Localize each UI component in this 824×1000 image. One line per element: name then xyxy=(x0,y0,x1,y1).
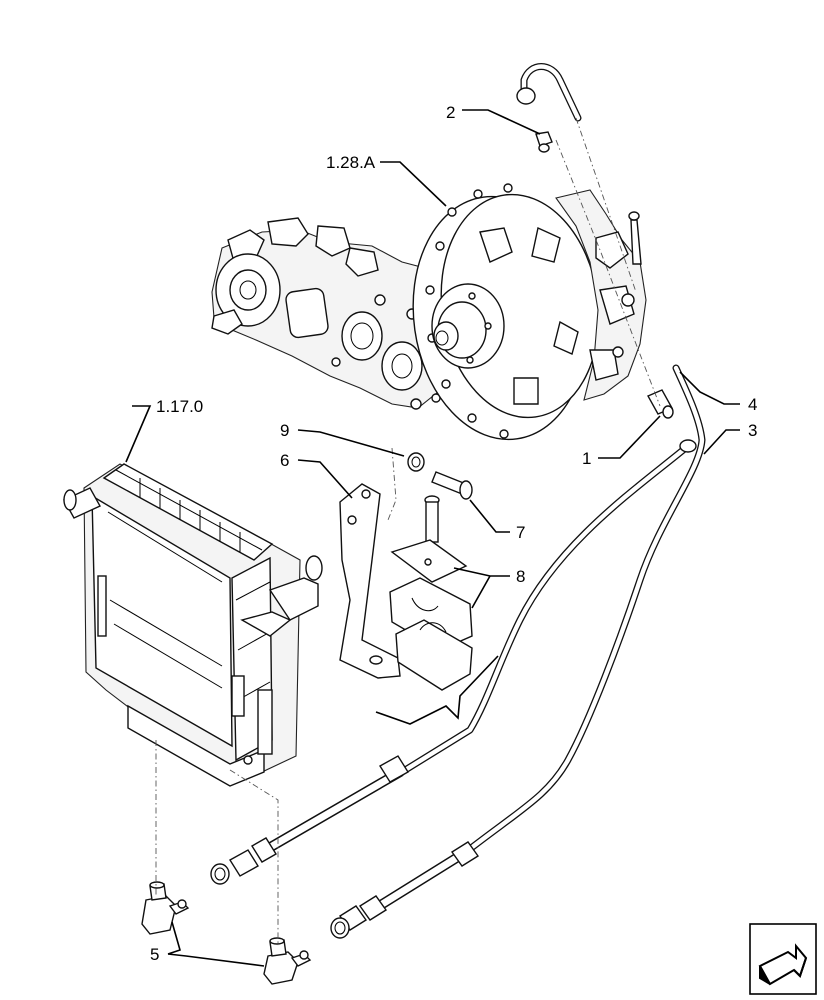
elbow-fitting-lower xyxy=(263,937,312,985)
connector-fitting-2 xyxy=(535,131,553,153)
bolt-7 xyxy=(431,471,473,500)
section-break-mark xyxy=(375,655,499,725)
callout-9: 9 xyxy=(280,421,289,440)
next-page-button[interactable] xyxy=(749,923,817,995)
top-return-pipe xyxy=(516,63,582,122)
clamp-set-8 xyxy=(389,539,473,691)
transmission-assembly xyxy=(211,183,647,441)
bolt-vertical xyxy=(424,495,440,543)
callout-2: 2 xyxy=(446,103,455,122)
plug-9 xyxy=(407,452,425,472)
callout-4: 4 xyxy=(748,395,757,414)
leader-lines xyxy=(125,109,740,967)
callout-6: 6 xyxy=(280,451,289,470)
hose-lower xyxy=(330,841,480,939)
callout-3: 3 xyxy=(748,421,757,440)
elbow-fitting-upper xyxy=(141,881,190,935)
oil-pipe-3 xyxy=(398,442,692,776)
hose-upper xyxy=(210,755,409,885)
callout-1-28-a: 1.28.A xyxy=(326,153,376,172)
cooler-assembly xyxy=(63,463,323,787)
callout-1-17-0: 1.17.0 xyxy=(156,397,203,416)
oil-pipe-4 xyxy=(462,364,706,856)
callout-8: 8 xyxy=(516,567,525,586)
support-bracket xyxy=(339,483,401,679)
assembly-centerlines xyxy=(155,117,661,946)
pipe-end-fitting xyxy=(679,439,697,453)
callout-1: 1 xyxy=(582,449,591,468)
connector-fitting-1 xyxy=(647,389,674,419)
next-page-arrow-icon xyxy=(758,943,808,986)
callout-5: 5 xyxy=(150,945,159,964)
callout-7: 7 xyxy=(516,523,525,542)
